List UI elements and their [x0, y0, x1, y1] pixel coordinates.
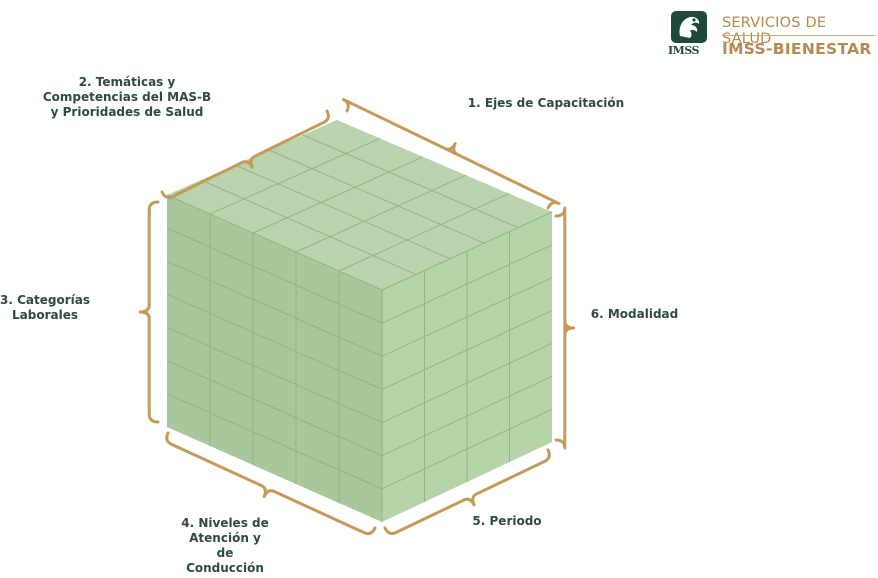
cube-top-gridline — [200, 179, 417, 275]
cube-left-gridline — [166, 327, 383, 424]
cube-left-gridline — [166, 360, 383, 457]
label-categorias-laborales: 3. Categorías Laborales — [0, 293, 90, 322]
brace-modalidad — [554, 206, 576, 450]
brace-tematicas — [160, 109, 330, 199]
cube-right-gridline — [381, 408, 553, 490]
cube-top-gridline — [252, 156, 424, 234]
brace-niveles — [165, 431, 377, 536]
cube-left-gridline — [166, 393, 383, 490]
cube — [166, 120, 553, 522]
brace-ejes — [342, 98, 561, 210]
cube-top-gridline — [295, 174, 467, 253]
cube-left-face — [167, 195, 382, 522]
cube-left-gridline — [166, 293, 383, 390]
cube-top-gridline — [234, 164, 451, 260]
cube-top-gridline — [302, 134, 519, 229]
label-modalidad: 6. Modalidad — [590, 307, 679, 321]
cube-right-gridline — [381, 310, 553, 390]
brace-periodo — [383, 448, 551, 535]
cube-top-gridline — [209, 137, 381, 215]
cube-top-gridline — [268, 149, 485, 244]
logo-divider — [722, 35, 875, 36]
logo-bottom-line: IMSS-BIENESTAR — [722, 40, 872, 58]
cube-left-gridline — [166, 227, 383, 324]
label-ejes-capacitacion: 1. Ejes de Capacitación — [467, 96, 625, 110]
braces — [138, 98, 576, 536]
brace-categorias — [138, 200, 160, 424]
imss-wordmark: IMSS — [668, 44, 699, 57]
cube-top-face — [167, 120, 552, 290]
imss-eagle-emblem-icon — [671, 11, 707, 43]
label-tematicas: 2. Temáticas y Competencias del MAS-B y … — [42, 75, 212, 119]
cube-top-gridline — [338, 193, 510, 272]
cube-right-gridline — [381, 244, 553, 324]
cube-right-gridline — [381, 375, 553, 457]
label-periodo: 5. Periodo — [472, 514, 542, 528]
cube-left-gridline — [166, 260, 383, 357]
cube-right-gridline — [381, 342, 553, 424]
cube-edge — [166, 194, 383, 291]
cube-edge — [381, 211, 553, 291]
cube-right-gridline — [381, 277, 553, 357]
label-niveles-atencion: 4. Niveles de Atención y de Conducción — [181, 516, 269, 575]
